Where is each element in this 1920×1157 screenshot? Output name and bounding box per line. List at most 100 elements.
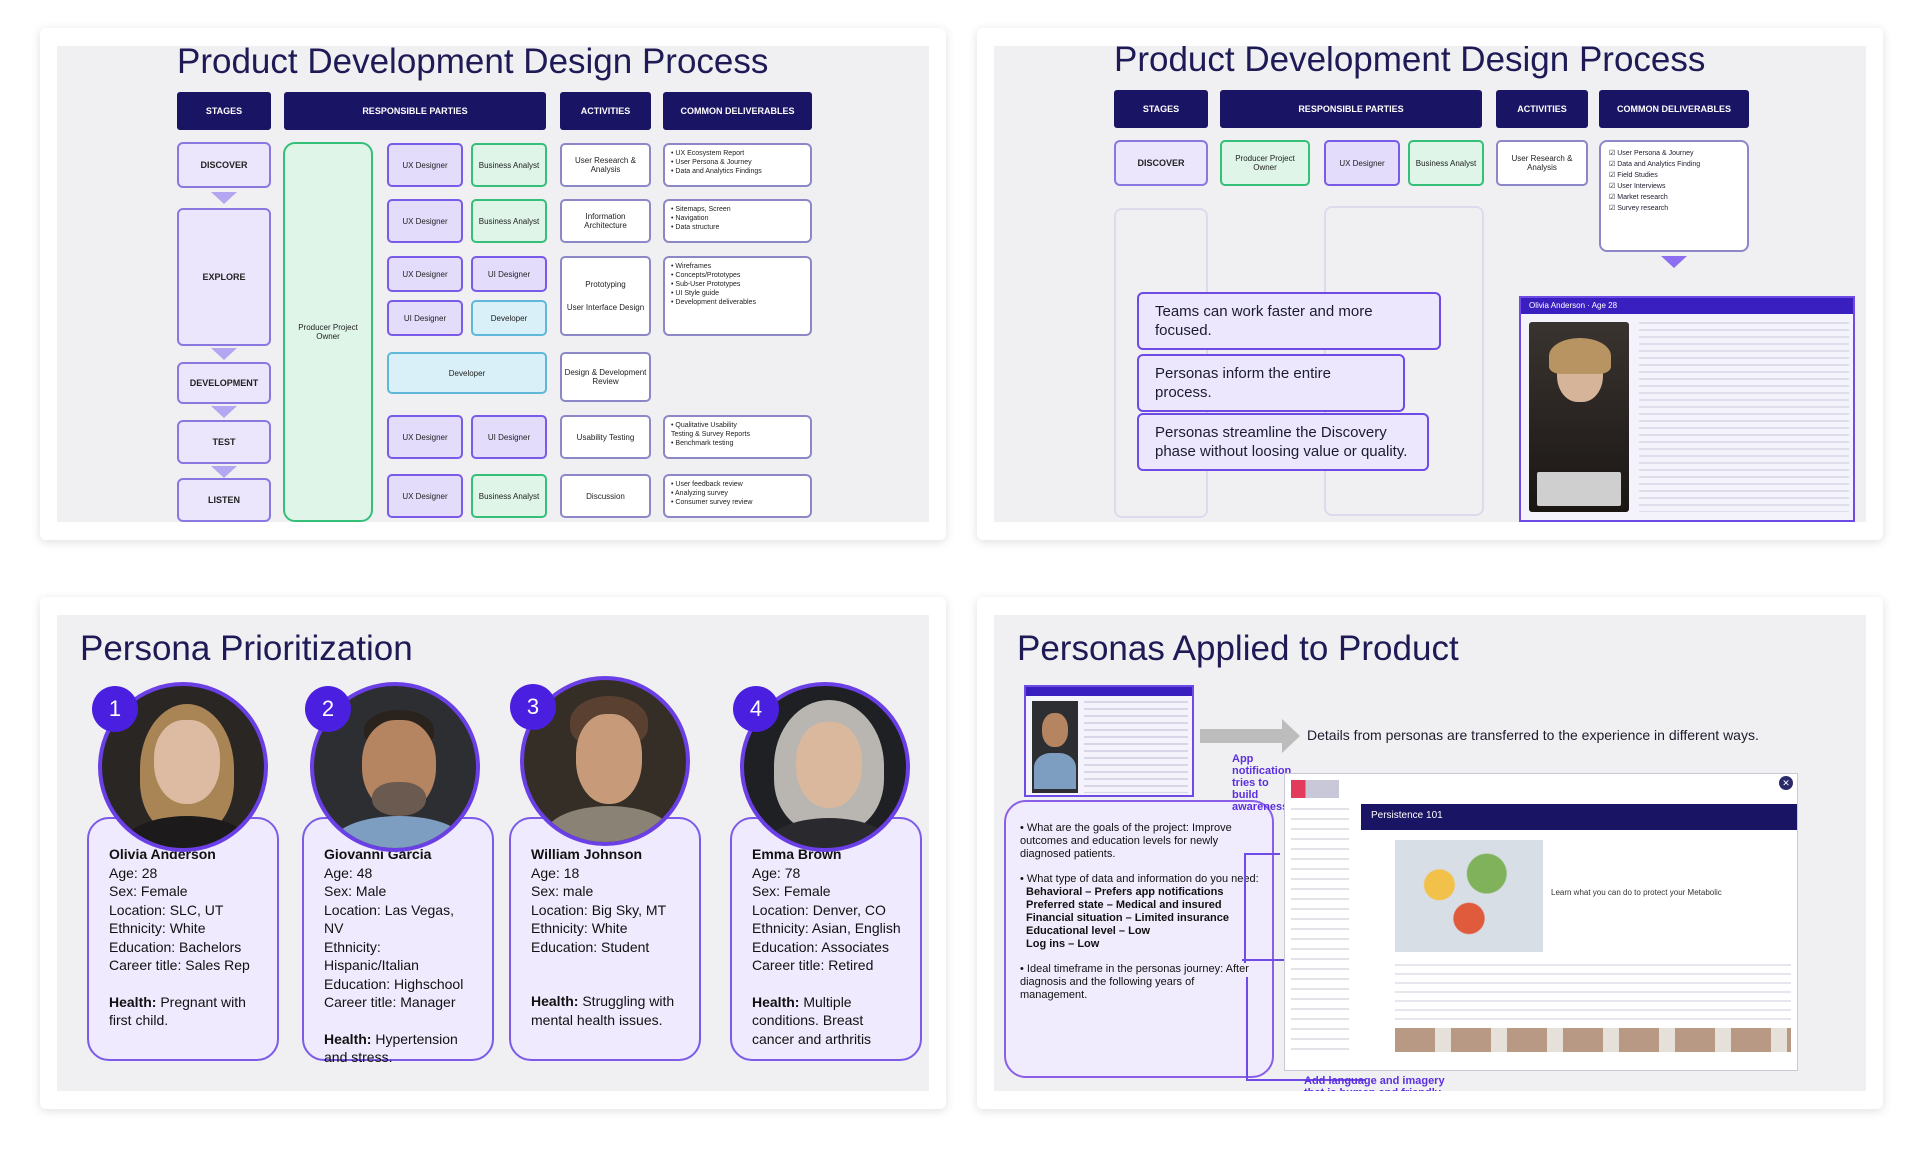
connector-line [1244,853,1280,855]
detail-financial: Financial situation – Limited insurance [1026,912,1229,924]
slide-4: Personas Applied to Product Details from… [994,615,1866,1091]
app-hero-image [1395,840,1543,952]
deliverables-checklist: ☑ User Persona & Journey ☑ Data and Anal… [1599,140,1749,252]
detail-state: Preferred state – Medical and insured [1026,899,1222,911]
transfer-arrow-icon [1200,729,1284,743]
checklist-item: ☑ Data and Analytics Finding [1609,161,1701,168]
slide-card-2[interactable]: Product Development Design Process STAGE… [977,28,1883,540]
bullet-data: • What type of data and information do y… [1020,873,1259,885]
checklist-item: ☑ User Persona & Journey [1609,150,1694,157]
activity-usability-testing: Usability Testing [560,415,651,459]
party-developer: Developer [387,352,547,394]
persona-education: Education: Student [531,938,650,955]
party-ux-designer: UX Designer [387,143,463,187]
header-deliverables: COMMON DELIVERABLES [663,92,812,130]
persona-ethnicity: Ethnicity: White [109,920,206,936]
notification-annotation: App notification tries to build awarenes… [1232,753,1292,813]
header-stages: STAGES [1114,90,1208,128]
persona-card-olivia: Olivia Anderson Age: 28 Sex: Female Loca… [87,817,279,1061]
checklist-item: ☑ Survey research [1609,205,1669,212]
party-ux-designer: UX Designer [387,415,463,459]
activity-design-review: Design & Development Review [560,352,651,402]
persona-education: Education: Highschool [324,975,464,992]
party-ux-designer: UX Designer [387,199,463,243]
app-link-text[interactable]: Learn what you can do to protect your Me… [1551,888,1722,897]
slide-card-4[interactable]: Personas Applied to Product Details from… [977,597,1883,1109]
persona-doc-content [1639,322,1849,512]
deliverables-test: • Qualitative Usability Testing & Survey… [663,415,812,459]
header-activities: ACTIVITIES [1496,90,1588,128]
app-screenshot: ✕ Persistence 101 Learn what you can do … [1284,773,1798,1071]
app-close-icon[interactable]: ✕ [1779,776,1793,790]
activity-user-research: User Research & Analysis [560,143,651,187]
persona-thumbnail [1024,685,1194,797]
party-ui-designer: UI Designer [387,300,463,336]
stage-explore: EXPLORE [177,208,271,346]
stage-discover: DISCOVER [1114,140,1208,186]
bullet-timeframe: • Ideal timeframe in the personas journe… [1020,963,1249,1001]
persona-health: Health: Hypertension and stress. [324,1030,458,1066]
callout-inform: Personas inform the entire process. [1137,354,1405,412]
persona-photo-olivia [98,682,268,852]
checklist-item: ☑ User Interviews [1609,183,1666,190]
activity-user-research: User Research & Analysis [1496,140,1588,186]
stage-development: DEVELOPMENT [177,362,271,404]
stage-discover: DISCOVER [177,142,271,188]
app-title: Persistence 101 [1371,810,1443,821]
slide-card-1[interactable]: Product Development Design Process STAGE… [40,28,946,540]
persona-card-emma: Emma Brown Age: 78 Sex: Female Location:… [730,817,922,1061]
party-ui-designer: UI Designer [471,256,547,292]
header-parties: RESPONSIBLE PARTIES [1220,90,1482,128]
transfer-arrow-head [1282,719,1300,753]
persona-age: Age: 18 [531,864,580,881]
persona-doc-header: Olivia Anderson · Age 28 [1521,298,1853,314]
persona-details-box: • What are the goals of the project: Imp… [1004,800,1274,1078]
connector-line [1246,1079,1366,1081]
persona-sex: Sex: Female [752,883,831,899]
persona-age: Age: 48 [324,864,373,881]
header-deliverables: COMMON DELIVERABLES [1599,90,1749,128]
activity-prototyping-ui: Prototyping User Interface Design [560,256,651,336]
detail-behavioral: Behavioral – Prefers app notifications [1026,886,1224,898]
app-logo [1291,780,1339,798]
footer-note: Add language and imagery that is human a… [1304,1075,1445,1091]
checklist-item: ☑ Market research [1609,194,1668,201]
persona-ethnicity: Ethnicity: White [531,920,628,936]
flow-arrow [211,406,237,418]
priority-badge-4: 4 [733,686,779,732]
activity-prototyping: Prototyping [585,280,626,289]
party-product-owner: Producer Project Owner [283,142,373,522]
callout-streamline: Personas streamline the Discovery phase … [1137,413,1429,471]
activity-discussion: Discussion [560,474,651,518]
bullet-goals: • What are the goals of the project: Imp… [1020,822,1232,860]
flow-arrow [211,466,237,478]
header-stages: STAGES [177,92,271,130]
app-sidebar [1291,808,1349,1058]
persona-doc-photo [1529,322,1629,512]
callout-faster: Teams can work faster and more focused. [1137,292,1441,350]
slide-2: Product Development Design Process STAGE… [994,46,1866,522]
persona-ethnicity: Ethnicity: Hispanic/Italian [324,938,419,974]
persona-location: Location: Denver, CO [752,901,886,918]
header-activities: ACTIVITIES [560,92,651,130]
persona-ethnicity: Ethnicity: Asian, English [752,920,901,936]
persona-card-giovanni: Giovanni Garcia Age: 48 Sex: Male Locati… [302,817,494,1065]
persona-age: Age: 78 [752,864,801,881]
party-ux-designer: UX Designer [387,256,463,292]
stage-listen: LISTEN [177,478,271,522]
deliverables-explore: • Sitemaps, Screen • Navigation • Data s… [663,199,812,243]
connector-line [1246,977,1248,1081]
persona-location: Location: Las Vegas, NV [324,901,454,937]
slide-1: Product Development Design Process STAGE… [57,46,929,522]
party-ux-designer: UX Designer [387,474,463,518]
slide-title: Product Development Design Process [1114,46,1706,79]
persona-sex: Sex: Male [324,883,387,899]
activity-ui-design: User Interface Design [566,303,645,312]
connector-line [1244,853,1246,963]
persona-sex: Sex: male [531,883,594,899]
priority-badge-3: 3 [510,684,556,730]
activity-information-architecture: Information Architecture [560,199,651,243]
checklist-item: ☑ Field Studies [1609,172,1658,179]
persona-sex: Sex: Female [109,883,188,899]
persona-career: Career title: Retired [752,957,874,973]
